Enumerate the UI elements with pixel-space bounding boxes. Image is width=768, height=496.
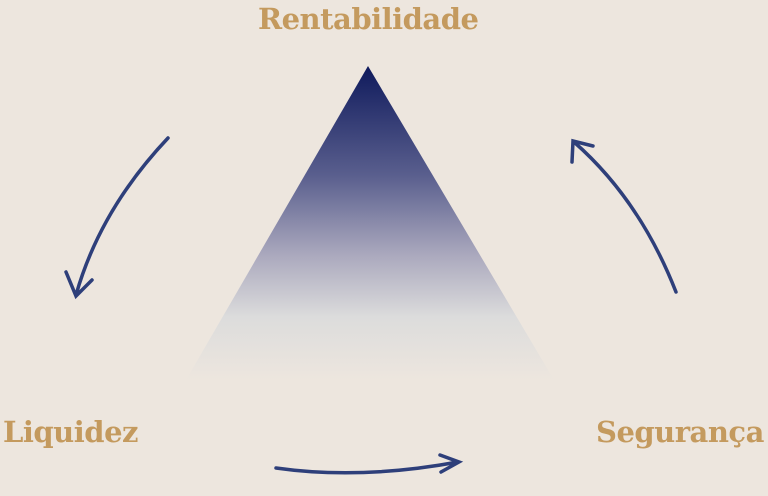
arrow-right-to-top [570, 138, 678, 294]
label-rentabilidade: Rentabilidade [258, 2, 479, 36]
label-liquidez: Liquidez [3, 415, 138, 449]
arrow-left-to-right [274, 453, 464, 475]
label-seguranca: Segurança [596, 415, 764, 449]
arrow-top-to-left [64, 136, 170, 300]
triangle [186, 66, 554, 380]
